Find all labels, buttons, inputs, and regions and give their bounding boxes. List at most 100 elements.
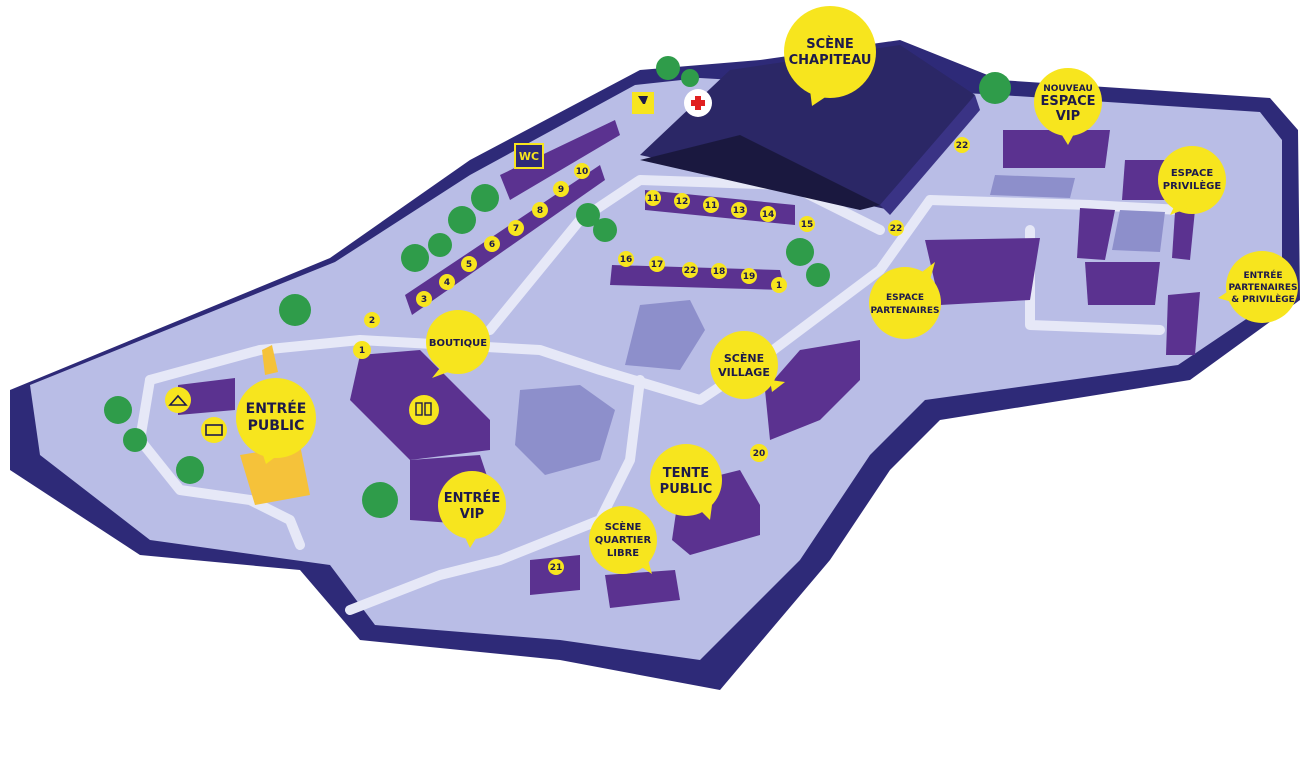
stand-20: 20 <box>750 444 768 462</box>
poi-scene-quartier-libre[interactable]: SCÈNE QUARTIER LIBRE <box>589 506 657 574</box>
stand-19: 19 <box>741 268 757 284</box>
svg-text:16: 16 <box>620 255 633 265</box>
svg-text:12: 12 <box>676 197 689 207</box>
poi-espace-partenaires[interactable]: ESPACE PARTENAIRES <box>869 262 941 339</box>
svg-text:VIP: VIP <box>1056 109 1080 124</box>
svg-text:ENTRÉE: ENTRÉE <box>1243 269 1282 281</box>
svg-text:18: 18 <box>713 267 726 277</box>
svg-text:PARTENAIRES: PARTENAIRES <box>871 306 940 316</box>
poi-tente-public[interactable]: TENTE PUBLIC <box>650 444 722 520</box>
stand-7: 7 <box>508 220 524 236</box>
stand-3: 3 <box>416 291 432 307</box>
svg-text:LIBRE: LIBRE <box>607 548 639 559</box>
poi-nouveau-espace-vip[interactable]: NOUVEAU ESPACE VIP <box>1034 68 1102 145</box>
svg-text:2: 2 <box>369 316 375 326</box>
stand-13: 13 <box>731 202 747 218</box>
svg-text:PUBLIC: PUBLIC <box>660 482 713 497</box>
stand-17: 17 <box>649 256 665 272</box>
stand-1a: 1 <box>353 341 371 359</box>
svg-text:ESPACE: ESPACE <box>1040 94 1095 109</box>
svg-text:SCÈNE: SCÈNE <box>806 36 854 52</box>
svg-text:ENTRÉE: ENTRÉE <box>444 490 500 506</box>
poi-entree-partenaires[interactable]: ENTRÉE PARTENAIRES & PRIVILÈGE <box>1218 251 1298 323</box>
stand-9: 9 <box>553 181 569 197</box>
stand-14: 14 <box>760 206 776 222</box>
svg-text:ESPACE: ESPACE <box>1171 168 1214 179</box>
svg-text:& PRIVILÈGE: & PRIVILÈGE <box>1231 293 1295 305</box>
scene-chapiteau-structure <box>640 45 980 215</box>
svg-text:WC: WC <box>519 150 539 163</box>
poi-espace-privilege[interactable]: ESPACE PRIVILÈGE <box>1158 146 1226 215</box>
wine-glass-icon <box>632 92 654 114</box>
stand-10: 10 <box>574 163 590 179</box>
svg-text:10: 10 <box>576 167 589 177</box>
svg-text:1: 1 <box>359 346 365 356</box>
first-aid-icon <box>684 89 712 117</box>
ticket-icon <box>201 417 227 443</box>
svg-text:VIP: VIP <box>460 507 484 522</box>
svg-text:20: 20 <box>753 449 766 459</box>
stand-8: 8 <box>532 202 548 218</box>
stand-numbers: 1 2 3 4 5 6 7 8 9 10 11 12 11 13 14 15 1… <box>353 137 970 575</box>
svg-text:15: 15 <box>801 220 814 230</box>
stand-18: 18 <box>711 263 727 279</box>
poi-scene-chapiteau[interactable]: SCÈNE CHAPITEAU <box>784 6 876 106</box>
stand-12: 12 <box>674 193 690 209</box>
svg-text:3: 3 <box>421 295 427 305</box>
svg-text:QUARTIER: QUARTIER <box>595 535 652 546</box>
stand-6: 6 <box>484 236 500 252</box>
svg-text:22: 22 <box>684 266 697 276</box>
stand-22a: 22 <box>682 262 698 278</box>
stand-1b: 1 <box>771 277 787 293</box>
poi-scene-village[interactable]: SCÈNE VILLAGE <box>710 331 785 399</box>
svg-text:6: 6 <box>489 240 495 250</box>
poi-entree-public[interactable]: ENTRÉE PUBLIC <box>236 378 316 464</box>
svg-text:SCÈNE: SCÈNE <box>724 352 764 365</box>
poi-boutique[interactable]: BOUTIQUE <box>426 310 490 378</box>
entree-public-arch <box>240 345 310 505</box>
stand-11a: 11 <box>645 190 661 206</box>
svg-text:9: 9 <box>558 185 564 195</box>
svg-text:CHAPITEAU: CHAPITEAU <box>789 53 872 68</box>
svg-text:17: 17 <box>651 260 664 270</box>
svg-text:21: 21 <box>550 563 563 573</box>
buildings <box>178 120 1200 608</box>
coat-hanger-icon <box>165 387 191 413</box>
wc-icon: WC <box>514 143 544 169</box>
poi-entree-vip[interactable]: ENTRÉE VIP <box>438 471 506 548</box>
svg-text:PUBLIC: PUBLIC <box>248 418 305 434</box>
stand-11b: 11 <box>703 197 719 213</box>
trees <box>104 56 1011 518</box>
svg-text:19: 19 <box>743 272 756 282</box>
svg-text:SCÈNE: SCÈNE <box>605 520 642 533</box>
svg-text:7: 7 <box>513 224 519 234</box>
svg-text:22: 22 <box>956 141 969 151</box>
svg-text:ESPACE: ESPACE <box>886 293 924 303</box>
svg-text:13: 13 <box>733 206 746 216</box>
svg-text:BOUTIQUE: BOUTIQUE <box>429 338 487 349</box>
stand-4: 4 <box>439 274 455 290</box>
svg-text:8: 8 <box>537 206 543 216</box>
svg-text:5: 5 <box>466 260 472 270</box>
svg-text:22: 22 <box>890 224 903 234</box>
svg-text:ENTRÉE: ENTRÉE <box>246 400 307 417</box>
svg-text:14: 14 <box>762 210 775 220</box>
svg-text:11: 11 <box>647 194 660 204</box>
svg-text:VILLAGE: VILLAGE <box>718 366 770 379</box>
stand-5: 5 <box>461 256 477 272</box>
stand-22c: 22 <box>888 220 904 236</box>
stand-2: 2 <box>364 312 380 328</box>
svg-text:11: 11 <box>705 201 718 211</box>
svg-text:4: 4 <box>444 278 450 288</box>
stand-22b: 22 <box>954 137 970 153</box>
stand-16: 16 <box>618 251 634 267</box>
svg-text:TENTE: TENTE <box>663 466 709 481</box>
svg-text:PARTENAIRES: PARTENAIRES <box>1229 283 1298 293</box>
stand-21: 21 <box>548 559 564 575</box>
drinks-icon <box>409 395 439 425</box>
svg-text:NOUVEAU: NOUVEAU <box>1043 84 1093 94</box>
svg-text:PRIVILÈGE: PRIVILÈGE <box>1163 179 1222 192</box>
stand-15: 15 <box>799 216 815 232</box>
ponds <box>515 175 1165 475</box>
